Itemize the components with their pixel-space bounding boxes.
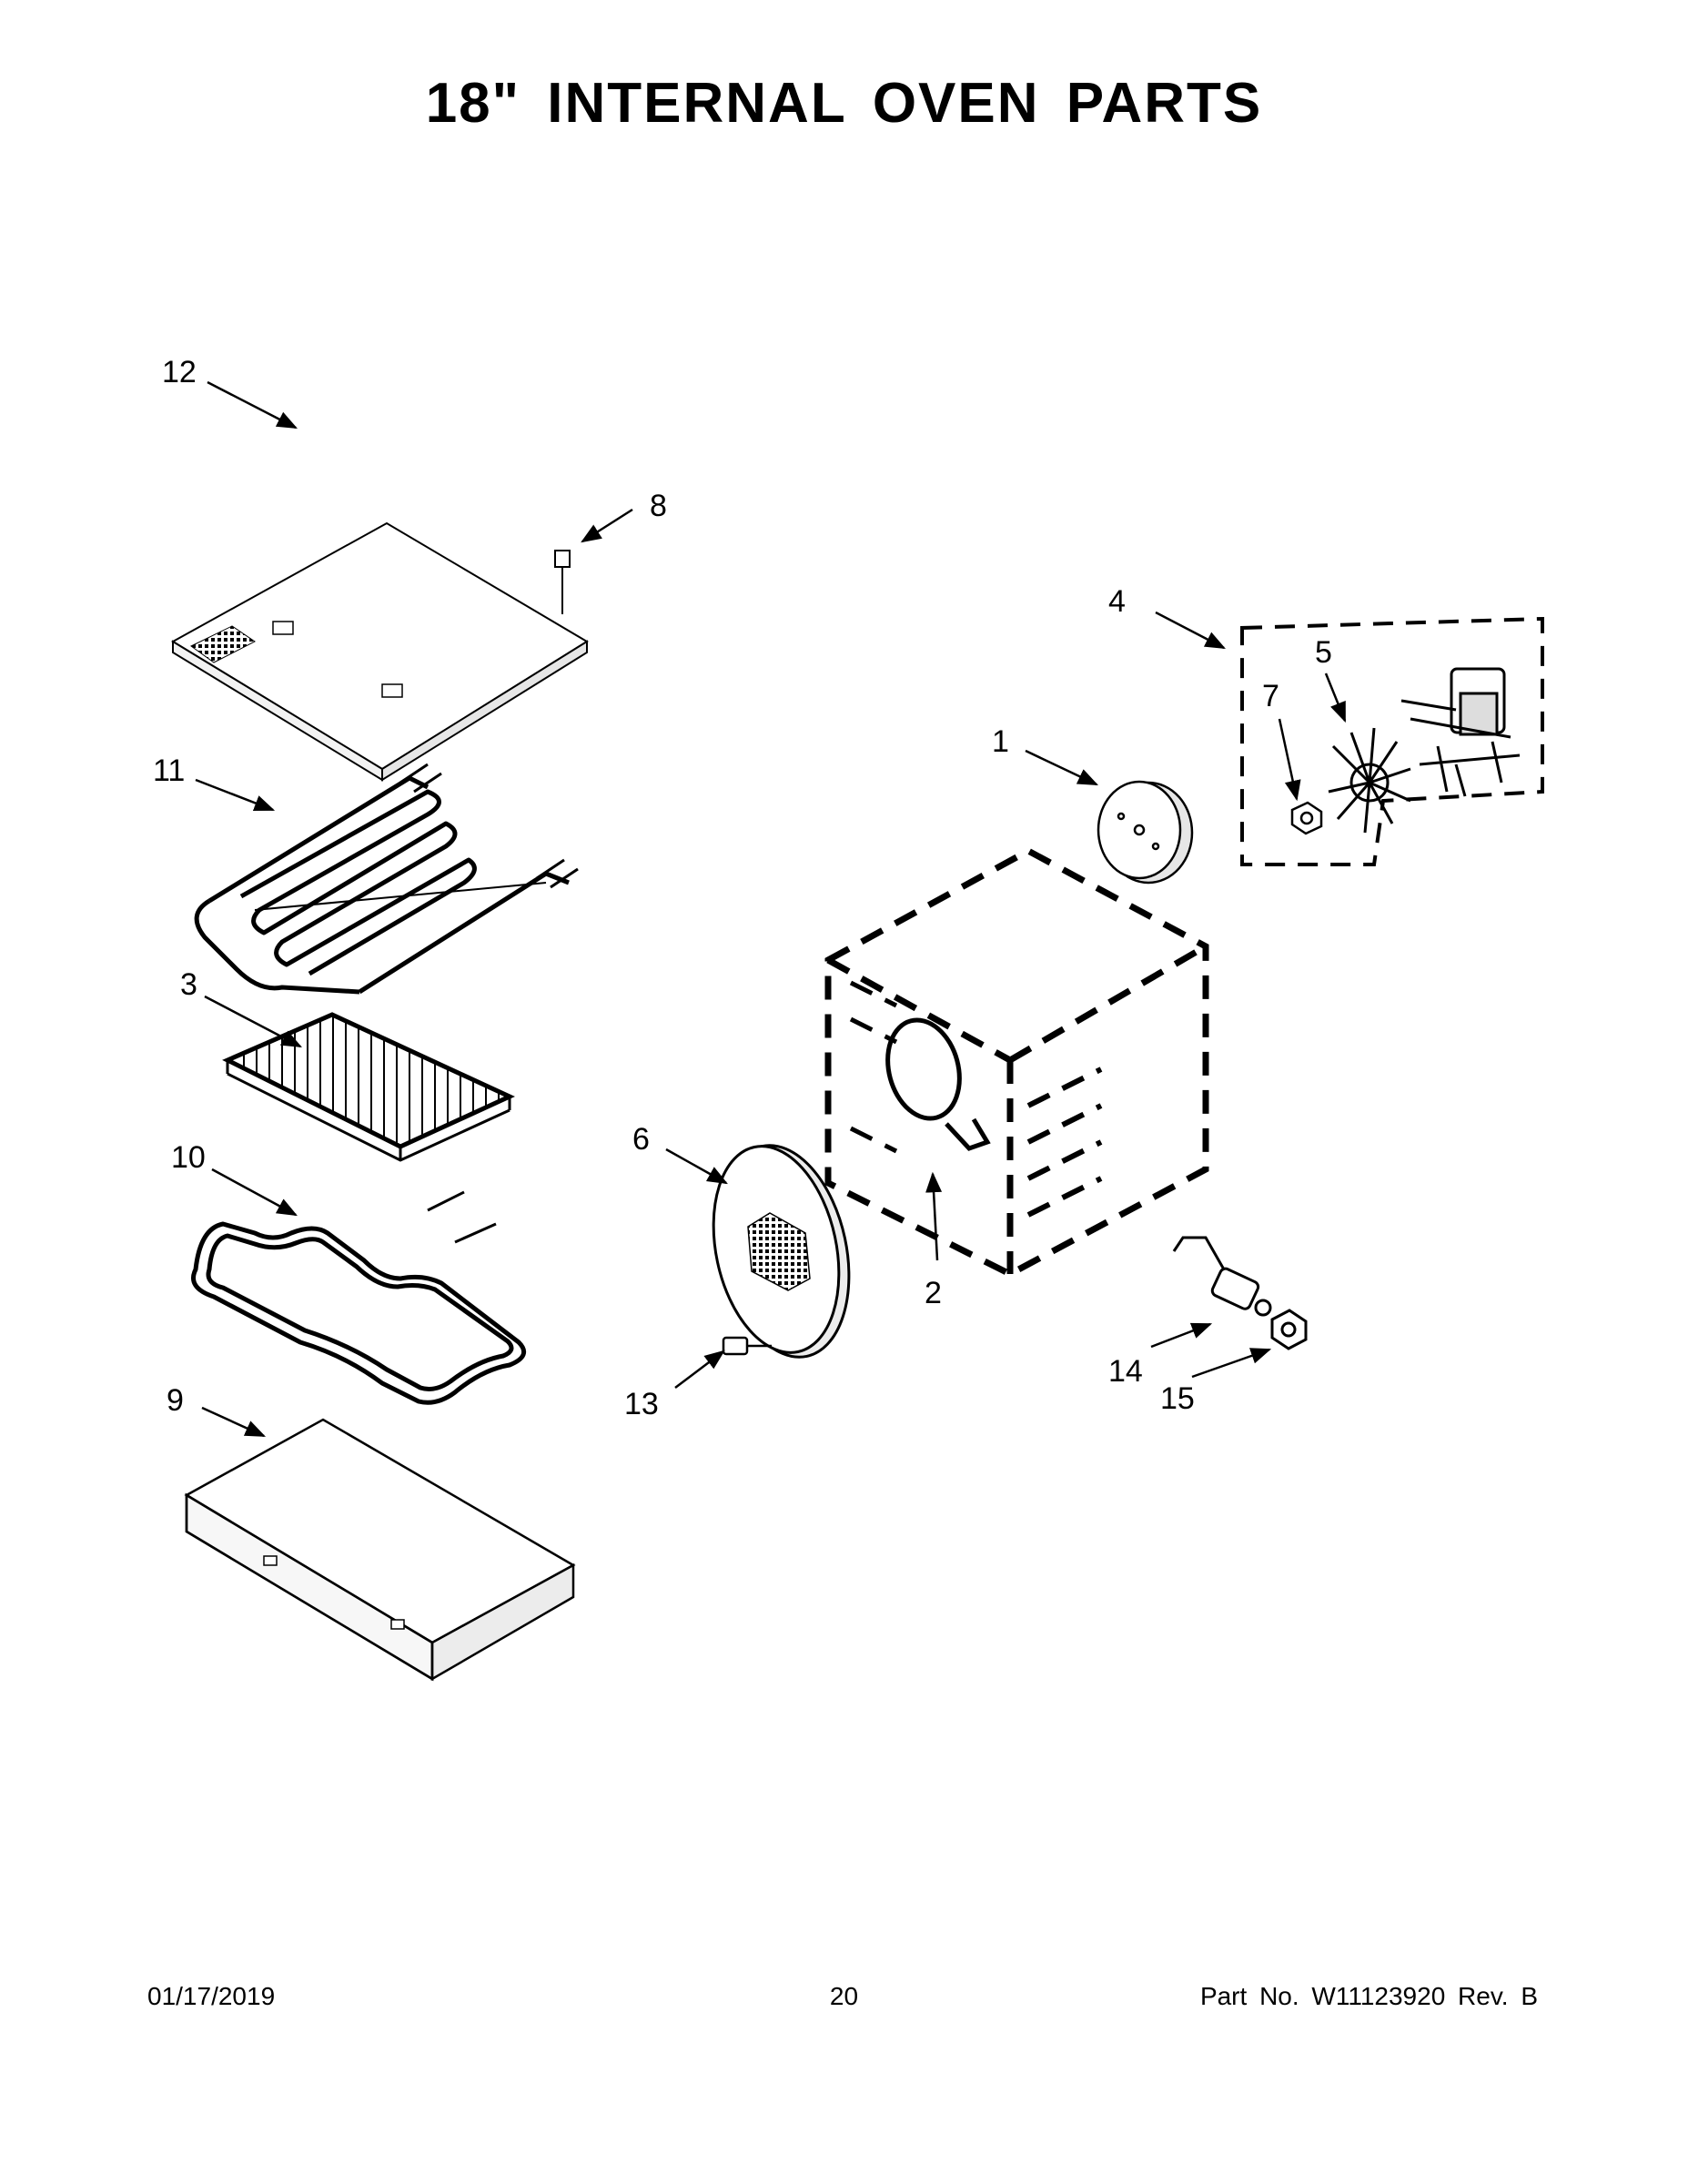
callout-8: 8 [650,489,667,523]
part-6-rear-fan-cover [712,1144,851,1359]
footer-part-number: Part No. W11123920 Rev. B [1199,1982,1538,2010]
callout-6: 6 [632,1122,650,1157]
part-2-convection-ring [885,1017,991,1151]
callout-5: 5 [1315,635,1332,670]
callout-4: 4 [1108,584,1126,619]
part-9-bottom-tray [184,1418,576,1682]
part-1-fan-cover-plate [1097,780,1194,885]
part-4-convection-fan-assembly [1240,616,1544,866]
callout-11: 11 [153,753,185,788]
fan-motor [1400,667,1521,797]
part-7-nut [1290,801,1323,835]
callout-7: 7 [1262,679,1279,713]
callout-10: 10 [171,1140,206,1175]
callout-14: 14 [1108,1354,1143,1389]
callout-2: 2 [925,1276,942,1310]
part-8-screw [554,550,571,614]
part-12-top-panel [171,521,589,782]
part-13-screw [722,1336,772,1356]
callout-12: 12 [162,355,197,389]
footer-page-number: 20 [829,1982,859,2010]
part-2-oven-cavity [824,847,1209,1278]
callout-9: 9 [167,1383,184,1418]
callout-1: 1 [992,724,1009,759]
part-14-sensor [1172,1236,1272,1317]
footer-date: 01/17/2019 [147,1982,276,2010]
part-3-oven-rack [222,1012,515,1162]
callout-labels: 12 8 11 3 10 9 4 1 5 7 6 2 13 14 15 [153,355,1332,1421]
page-title: 18" INTERNAL OVEN PARTS [425,72,1263,135]
callout-3: 3 [180,967,197,1002]
part-10-bake-element [191,1190,527,1405]
callout-15: 15 [1160,1381,1195,1416]
callout-leader-lines [195,380,1347,1438]
part-5-fan-blade [1328,727,1411,834]
callout-13: 13 [624,1387,659,1421]
part-15-nut [1270,1309,1308,1350]
part-11-broil-element [194,763,579,995]
